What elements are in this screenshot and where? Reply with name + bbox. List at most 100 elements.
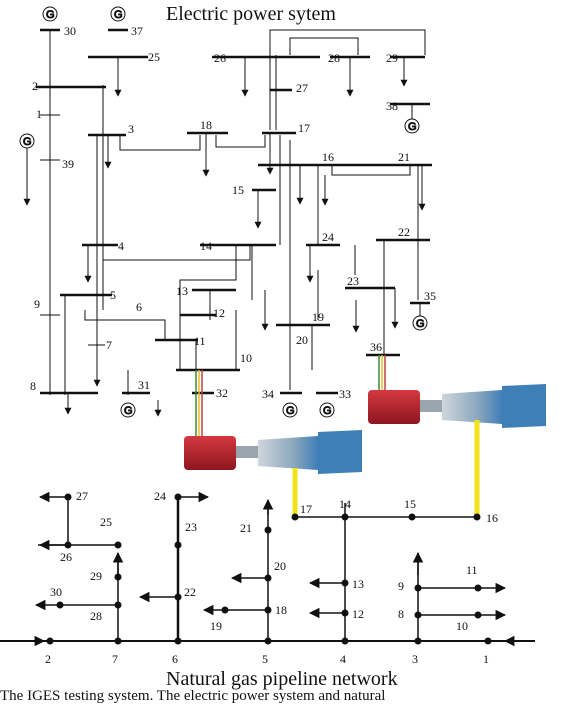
gas-nodes (46, 493, 492, 645)
svg-text:4: 4 (340, 652, 346, 666)
generator-icon-35: G (412, 303, 428, 331)
svg-text:24: 24 (322, 230, 334, 244)
gas-network-title: Natural gas pipeline network (166, 668, 398, 690)
svg-text:8: 8 (30, 379, 36, 393)
svg-text:12: 12 (213, 306, 225, 320)
svg-text:7: 7 (106, 338, 112, 352)
svg-text:G: G (408, 121, 417, 133)
svg-text:12: 12 (352, 607, 364, 621)
svg-text:25: 25 (148, 50, 160, 64)
svg-text:G: G (124, 405, 133, 417)
svg-text:19: 19 (210, 619, 222, 633)
svg-text:30: 30 (64, 24, 76, 38)
svg-text:25: 25 (100, 515, 112, 529)
svg-text:16: 16 (322, 150, 334, 164)
svg-text:1: 1 (36, 107, 42, 121)
svg-text:11: 11 (466, 563, 478, 577)
generator-icon-31: G (120, 402, 136, 418)
electric-lines (40, 29, 426, 395)
svg-text:31: 31 (138, 378, 150, 392)
svg-text:G: G (323, 405, 332, 417)
svg-text:23: 23 (185, 520, 197, 534)
svg-text:9: 9 (398, 579, 404, 593)
svg-text:29: 29 (90, 569, 102, 583)
svg-text:21: 21 (240, 521, 252, 535)
turbine-icon (258, 436, 318, 470)
svg-text:27: 27 (296, 81, 308, 95)
electric-loads (23, 57, 426, 417)
electric-system-title: Electric power sytem (166, 3, 336, 25)
svg-text:11: 11 (194, 334, 206, 348)
svg-text:G: G (23, 136, 32, 148)
svg-text:15: 15 (232, 183, 244, 197)
svg-text:5: 5 (262, 652, 268, 666)
generator-icon-39: G (19, 133, 35, 160)
svg-text:28: 28 (328, 51, 340, 65)
svg-text:17: 17 (298, 121, 310, 135)
generators: G G G G G G G G (19, 6, 428, 418)
gas-pipelines (0, 491, 535, 647)
generator-body-icon (184, 436, 236, 470)
svg-text:1: 1 (483, 652, 489, 666)
svg-text:9: 9 (34, 297, 40, 311)
electric-buses (36, 28, 432, 395)
svg-text:G: G (46, 9, 55, 21)
svg-text:36: 36 (370, 340, 382, 354)
svg-text:14: 14 (200, 239, 212, 253)
bus-labels: 30 37 25 26 28 29 2 27 38 1 3 18 17 39 1… (30, 24, 436, 401)
svg-text:20: 20 (296, 333, 308, 347)
svg-text:8: 8 (398, 607, 404, 621)
svg-text:G: G (416, 318, 425, 330)
svg-text:4: 4 (118, 239, 124, 253)
generator-icon-30: G (42, 6, 58, 22)
gas-turbine-unit-right (368, 355, 546, 515)
svg-text:7: 7 (112, 652, 118, 666)
svg-text:6: 6 (136, 300, 142, 314)
svg-text:G: G (286, 405, 295, 417)
svg-text:32: 32 (216, 386, 228, 400)
svg-text:18: 18 (200, 118, 212, 132)
svg-text:2: 2 (45, 652, 51, 666)
turbine-icon (442, 390, 502, 424)
svg-text:29: 29 (386, 51, 398, 65)
svg-text:23: 23 (347, 274, 359, 288)
svg-text:26: 26 (214, 51, 226, 65)
gas-node-labels: 2 7 6 5 4 3 1 17 14 15 16 27 26 25 24 23… (45, 489, 498, 666)
svg-text:13: 13 (352, 577, 364, 591)
svg-text:35: 35 (424, 289, 436, 303)
svg-text:10: 10 (456, 619, 468, 633)
svg-text:10: 10 (240, 351, 252, 365)
gas-turbine-unit-left (184, 370, 362, 515)
svg-text:39: 39 (62, 157, 74, 171)
svg-text:22: 22 (398, 225, 410, 239)
svg-text:22: 22 (184, 585, 196, 599)
svg-text:13: 13 (176, 284, 188, 298)
generator-body-icon (368, 390, 420, 424)
svg-text:6: 6 (172, 652, 178, 666)
svg-text:21: 21 (398, 150, 410, 164)
svg-text:14: 14 (339, 497, 351, 511)
svg-text:33: 33 (339, 387, 351, 401)
generator-icon-34: G (282, 402, 298, 418)
svg-text:5: 5 (110, 288, 116, 302)
generator-icon-37: G (110, 6, 126, 22)
generator-icon-38: G (404, 104, 420, 134)
figure-caption: The IGES testing system. The electric po… (0, 688, 386, 704)
svg-text:2: 2 (32, 79, 38, 93)
svg-text:3: 3 (412, 652, 418, 666)
svg-text:19: 19 (312, 310, 324, 324)
svg-text:16: 16 (486, 511, 498, 525)
svg-text:20: 20 (274, 559, 286, 573)
svg-text:38: 38 (386, 99, 398, 113)
svg-text:3: 3 (128, 122, 134, 136)
svg-text:30: 30 (50, 585, 62, 599)
svg-text:34: 34 (262, 387, 274, 401)
svg-text:27: 27 (76, 489, 88, 503)
svg-text:15: 15 (404, 497, 416, 511)
generator-icon-33: G (319, 402, 335, 418)
svg-text:28: 28 (90, 609, 102, 623)
svg-text:37: 37 (131, 24, 143, 38)
svg-text:17: 17 (300, 502, 312, 516)
svg-text:24: 24 (154, 489, 166, 503)
